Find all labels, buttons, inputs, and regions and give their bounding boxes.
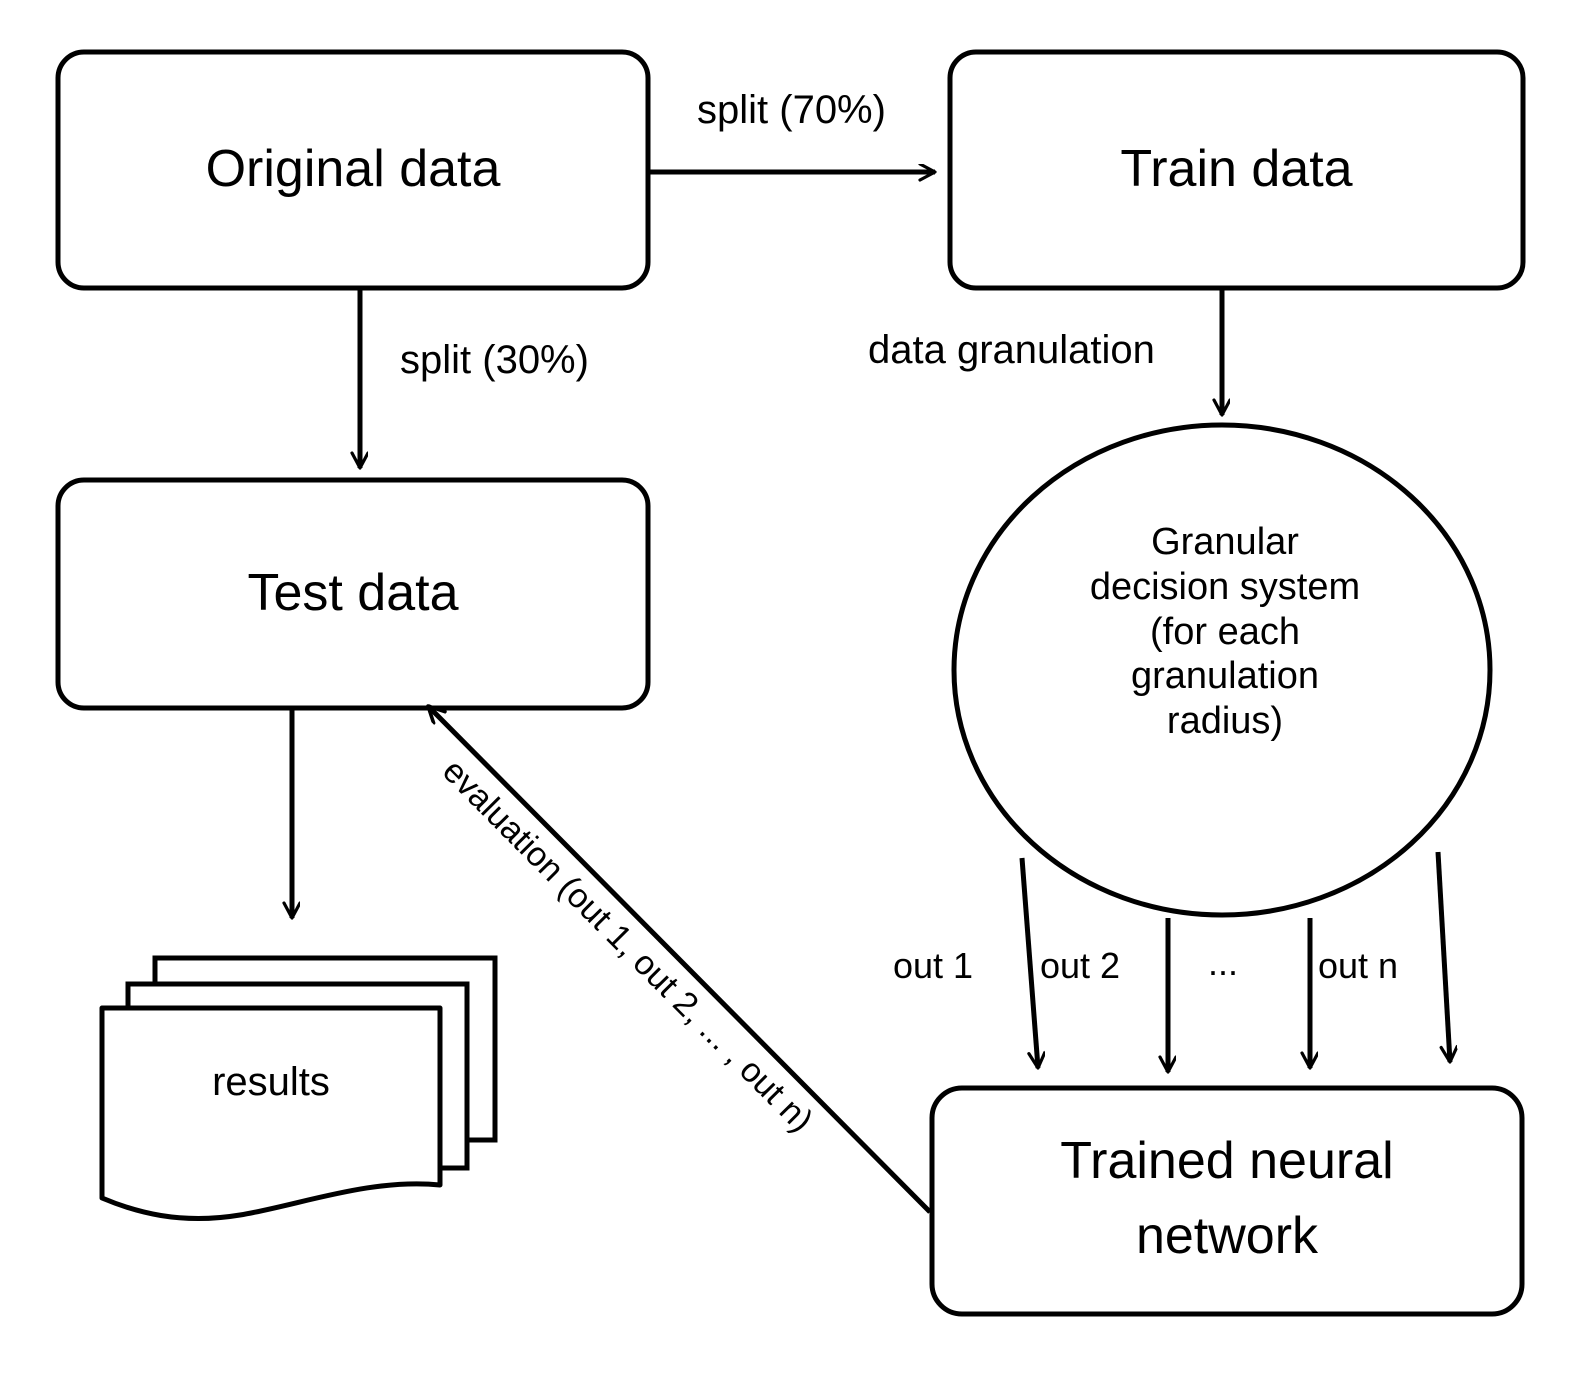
node-shape-test-data[interactable] [55,477,651,711]
edge-label-out-2: out 2 [1040,945,1121,986]
edge-label-data-granulation: data granulation [868,328,1155,372]
edge-nn-to-test [428,706,932,1214]
edge-label-out-1: out 1 [893,945,974,986]
edge-label-out-n: out n [1318,945,1399,986]
edge-granular-out-n [1435,851,1450,1062]
node-shape-results-sheet-front[interactable] [99,1005,443,1222]
edge-label-split-70: split (70%) [697,88,886,132]
edge-granular-out-1 [1019,857,1038,1068]
node-shape-trained-nn[interactable] [929,1085,1525,1317]
node-shape-original-data[interactable] [55,49,651,291]
node-shape-granular-system[interactable] [951,422,1493,918]
edge-label-out-ellipsis: ... [1208,942,1239,983]
node-shape-train-data[interactable] [947,49,1526,291]
edge-label-split-30: split (30%) [400,338,589,382]
